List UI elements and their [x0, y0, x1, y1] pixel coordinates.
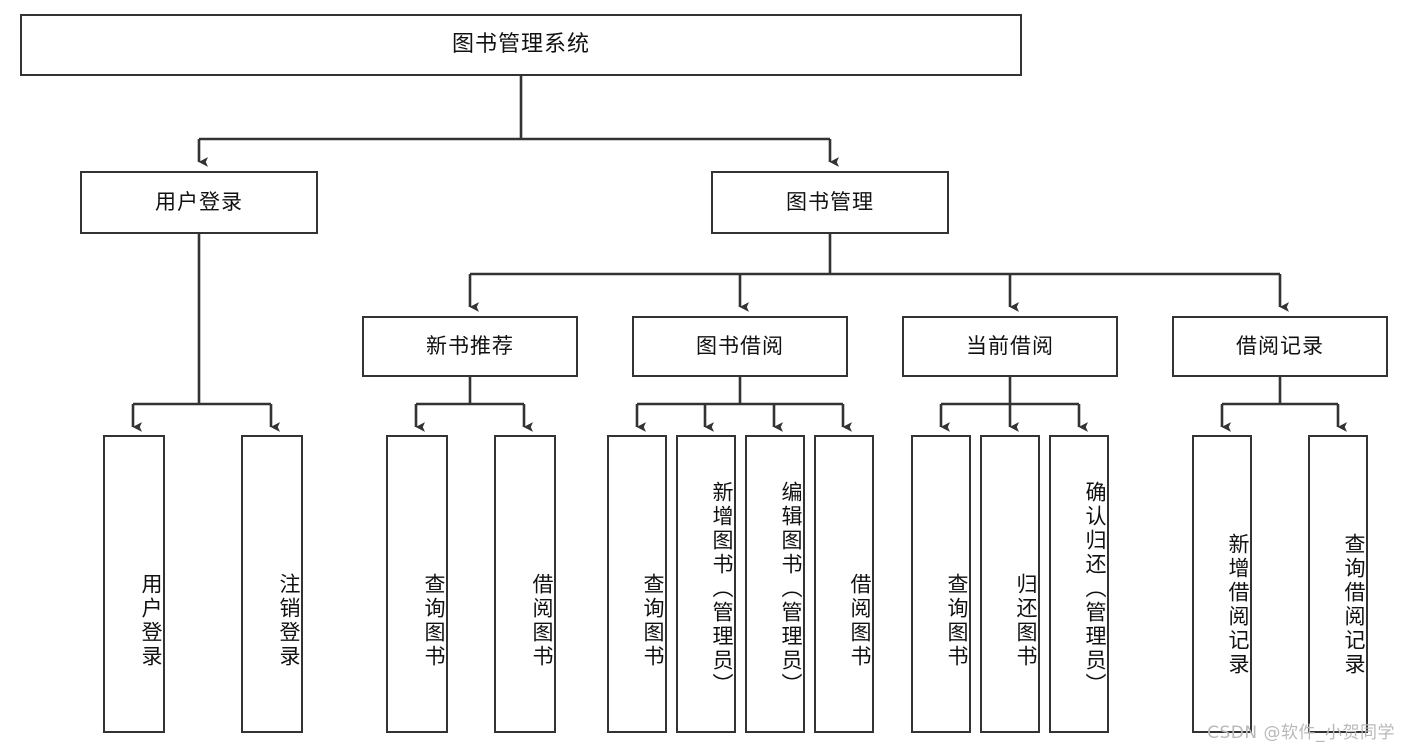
leaf-user-logout-label: 注销登录 [277, 573, 301, 669]
leaf-user-login[interactable]: 用户登录 [103, 435, 165, 733]
leaf-add-book[interactable]: 新增图书（管理员） [676, 435, 736, 733]
leaf-query-book-2-label: 查询图书 [641, 573, 665, 669]
leaf-confirm-return-label: 确认归还（管理员） [1083, 481, 1107, 697]
leaf-user-logout[interactable]: 注销登录 [241, 435, 303, 733]
node-current-borrow-label: 当前借阅 [966, 334, 1054, 359]
node-current-borrow[interactable]: 当前借阅 [902, 316, 1118, 377]
leaf-query-book-1[interactable]: 查询图书 [386, 435, 448, 733]
leaf-user-login-label: 用户登录 [139, 573, 163, 669]
node-borrow-record[interactable]: 借阅记录 [1172, 316, 1388, 377]
leaf-query-record[interactable]: 查询借阅记录 [1308, 435, 1368, 733]
leaf-query-book-3-label: 查询图书 [945, 573, 969, 669]
leaf-query-book-2[interactable]: 查询图书 [607, 435, 667, 733]
node-root[interactable]: 图书管理系统 [20, 14, 1022, 76]
leaf-borrow-book-2-label: 借阅图书 [848, 573, 872, 669]
leaf-add-record-label: 新增借阅记录 [1226, 533, 1250, 677]
leaf-return-book[interactable]: 归还图书 [980, 435, 1040, 733]
node-book-manage-label: 图书管理 [786, 190, 874, 215]
leaf-edit-book[interactable]: 编辑图书（管理员） [745, 435, 805, 733]
leaf-query-book-3[interactable]: 查询图书 [911, 435, 971, 733]
leaf-borrow-book-1-label: 借阅图书 [530, 573, 554, 669]
node-new-book-rec-label: 新书推荐 [426, 334, 514, 359]
node-book-manage[interactable]: 图书管理 [711, 171, 949, 234]
node-book-borrow[interactable]: 图书借阅 [632, 316, 848, 377]
node-new-book-rec[interactable]: 新书推荐 [362, 316, 578, 377]
node-book-borrow-label: 图书借阅 [696, 334, 784, 359]
leaf-edit-book-label: 编辑图书（管理员） [779, 481, 803, 697]
node-user-login[interactable]: 用户登录 [80, 171, 318, 234]
leaf-query-record-label: 查询借阅记录 [1342, 533, 1366, 677]
node-root-label: 图书管理系统 [451, 32, 590, 58]
leaf-add-record[interactable]: 新增借阅记录 [1192, 435, 1252, 733]
watermark-text: CSDN @软件_小贺同学 [1207, 723, 1395, 743]
leaf-borrow-book-1[interactable]: 借阅图书 [494, 435, 556, 733]
node-borrow-record-label: 借阅记录 [1236, 334, 1324, 359]
leaf-return-book-label: 归还图书 [1014, 573, 1038, 669]
leaf-query-book-1-label: 查询图书 [422, 573, 446, 669]
leaf-confirm-return[interactable]: 确认归还（管理员） [1049, 435, 1109, 733]
leaf-borrow-book-2[interactable]: 借阅图书 [814, 435, 874, 733]
node-user-login-label: 用户登录 [155, 190, 243, 215]
leaf-add-book-label: 新增图书（管理员） [710, 481, 734, 697]
